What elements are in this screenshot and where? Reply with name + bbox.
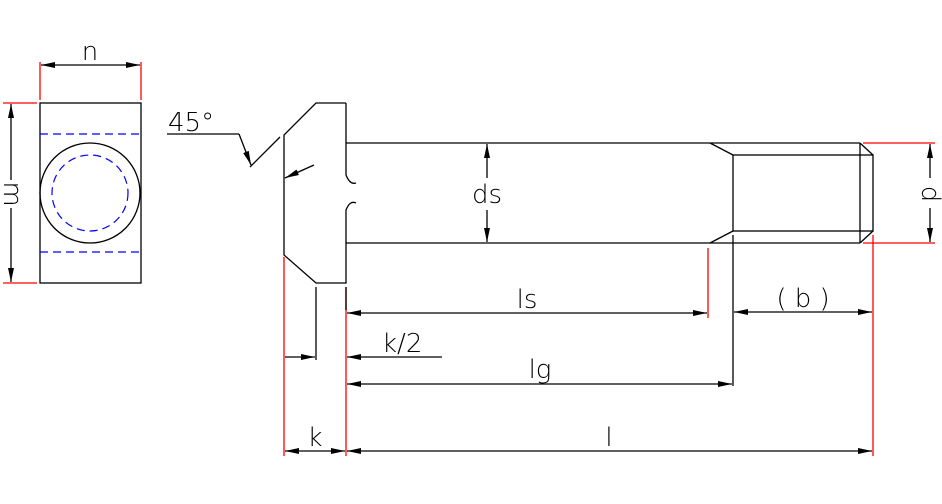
b-label: ( b ) <box>776 284 829 314</box>
k-half-label: k/2 <box>382 329 422 359</box>
n-label: n <box>82 37 98 67</box>
lg-label: lg <box>529 355 552 385</box>
d-label: d <box>915 186 942 203</box>
ls-label: ls <box>517 285 538 315</box>
side-view: 45° ds d ls ( b ) k/2 lg k <box>167 102 942 456</box>
ds-label: ds <box>472 180 502 210</box>
k-label: k <box>307 423 322 453</box>
l-label: l <box>605 423 612 453</box>
angle-label: 45° <box>168 108 214 138</box>
end-view: n m <box>0 37 142 284</box>
m-label: m <box>0 181 27 206</box>
